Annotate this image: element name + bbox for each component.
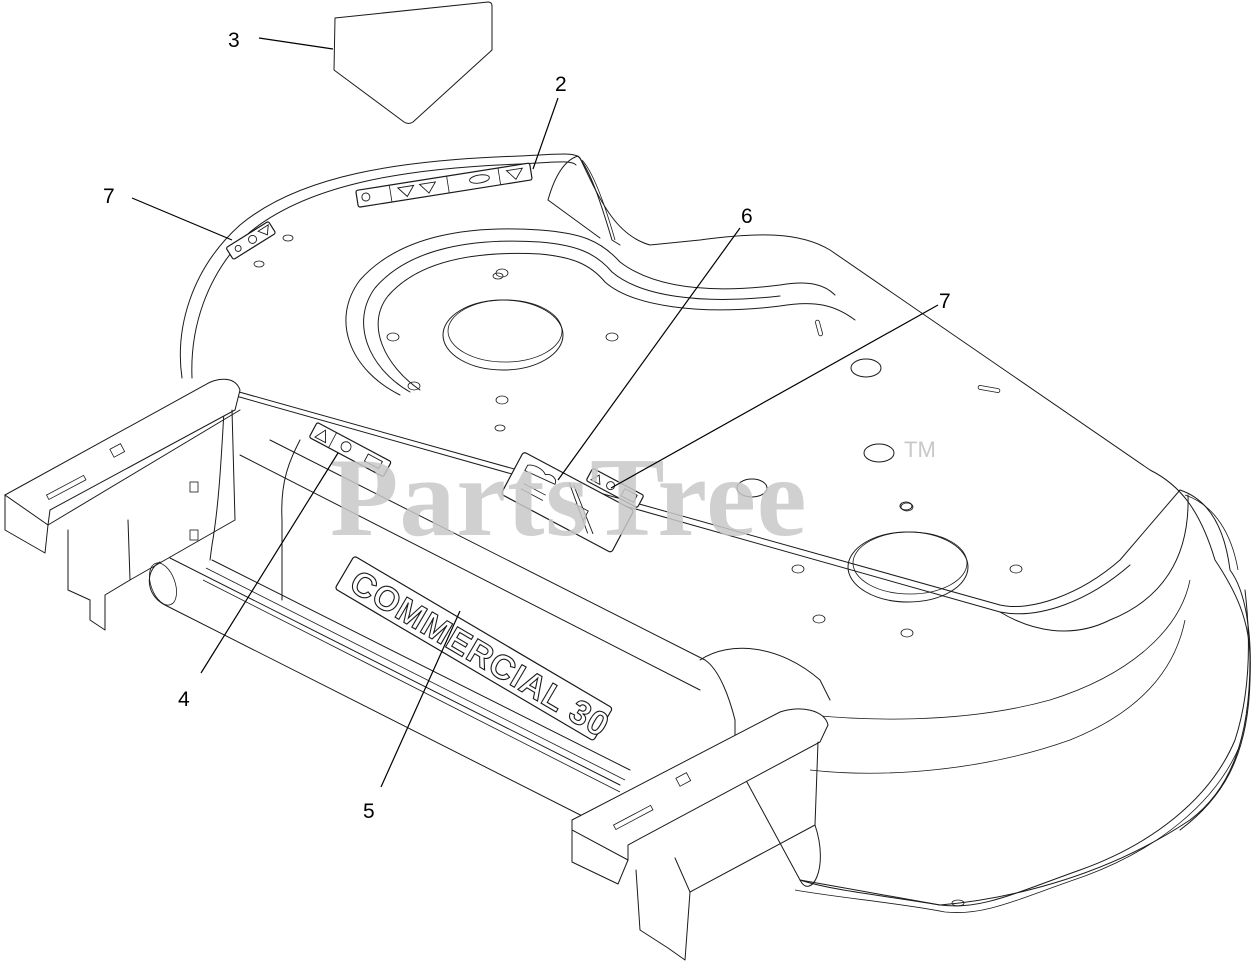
right-front-bracket	[571, 708, 829, 961]
decal-7-center-warning	[586, 468, 644, 508]
callout-2: 2	[555, 73, 567, 96]
watermark: PartsTree TM	[330, 436, 936, 560]
callout-7-center: 7	[939, 290, 951, 313]
decal-5-commercial-30: COMMERCIAL 30	[335, 556, 616, 746]
callout-7-left: 7	[103, 185, 115, 208]
commercial-30-text: COMMERCIAL 30	[343, 563, 615, 745]
watermark-text: PartsTree	[330, 436, 808, 560]
decal-6-belt-routing	[501, 452, 634, 553]
callout-5: 5	[363, 800, 375, 823]
watermark-trademark: TM	[904, 437, 936, 462]
callout-3: 3	[228, 29, 240, 52]
left-front-bracket	[4, 378, 241, 631]
decal-7-left-warning	[226, 221, 276, 260]
decal-2-safety-strip	[355, 162, 533, 208]
decal-3-pentagon	[333, 1, 493, 124]
decal-4-warning-strip	[309, 422, 392, 477]
callouts: 3 2 7 6 7 4 5	[103, 29, 951, 823]
mower-deck	[148, 153, 1251, 913]
callout-4: 4	[178, 688, 190, 711]
callout-6: 6	[741, 205, 753, 228]
